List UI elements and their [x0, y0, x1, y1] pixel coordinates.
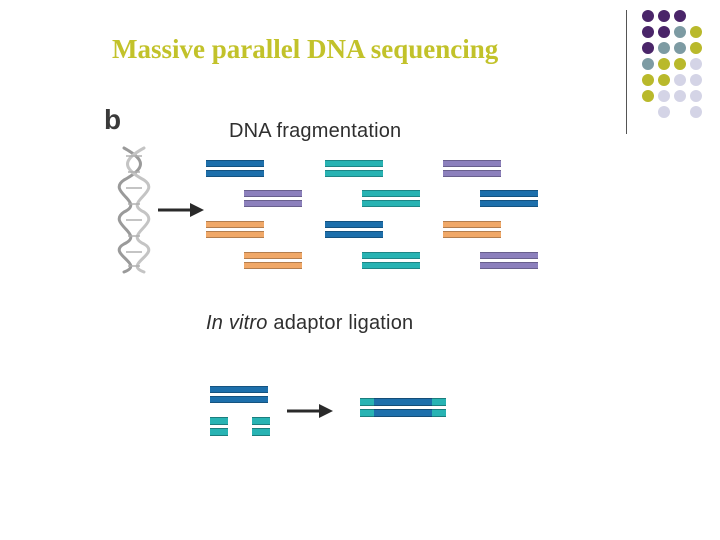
ligation-arrow-icon [287, 404, 333, 418]
label-rest-part: adaptor ligation [267, 312, 414, 334]
decor-dot [658, 26, 670, 38]
strand-bottom [244, 262, 302, 269]
adaptor-left-bottom [360, 409, 374, 417]
dna-fragment [443, 221, 501, 238]
strand-top [443, 160, 501, 167]
strand-top [206, 160, 264, 167]
adaptor-left-top [360, 398, 374, 406]
strand-bottom [206, 231, 264, 238]
dna-helix-icon [117, 146, 151, 274]
decor-dot [642, 74, 654, 86]
adaptor-strand-bottom [210, 428, 228, 436]
fragmentation-arrow-icon [158, 203, 204, 217]
decor-dot [642, 10, 654, 22]
dna-fragment [362, 190, 420, 207]
decor-dot [658, 74, 670, 86]
adaptor-left [210, 417, 228, 437]
decor-dot [690, 90, 702, 102]
decor-dot [674, 26, 686, 38]
strand-bottom [362, 200, 420, 207]
decor-dot [674, 10, 686, 22]
strand-bottom [443, 231, 501, 238]
decor-dot [642, 42, 654, 54]
adaptor-right-top [432, 398, 446, 406]
adaptor-strand-top [252, 417, 270, 425]
section-label-ligation: In vitro adaptor ligation [206, 312, 413, 335]
strand-top [244, 252, 302, 259]
strand-top [443, 221, 501, 228]
dna-fragment [206, 221, 264, 238]
decor-dot [690, 42, 702, 54]
decor-dot [674, 42, 686, 54]
strand-top [325, 221, 383, 228]
decor-dot [642, 26, 654, 38]
dna-fragment [325, 221, 383, 238]
adaptor-strand-bottom [252, 428, 270, 436]
strand-bottom [362, 262, 420, 269]
strand-top [206, 221, 264, 228]
dna-fragment [244, 190, 302, 207]
decor-dot [658, 90, 670, 102]
adaptor-strand-top [210, 417, 228, 425]
ligation-input-fragment [210, 386, 268, 403]
strand-top [362, 252, 420, 259]
decor-dot [690, 26, 702, 38]
strand-top [480, 190, 538, 197]
strand-bottom [480, 200, 538, 207]
adaptor-right [252, 417, 270, 437]
decor-dot [642, 58, 654, 70]
strand-bottom [443, 170, 501, 177]
dna-fragment [443, 160, 501, 177]
strand-bottom [480, 262, 538, 269]
dna-fragment [244, 252, 302, 269]
insert-bottom [374, 409, 432, 417]
strand-top [325, 160, 383, 167]
ligated-product [360, 398, 446, 418]
decor-dot [690, 106, 702, 118]
decor-dot [658, 42, 670, 54]
decor-dot [674, 58, 686, 70]
label-italic-part: In vitro [206, 312, 268, 334]
strand-bottom [244, 200, 302, 207]
strand-bottom [325, 170, 383, 177]
decor-dot [690, 58, 702, 70]
decor-dot [658, 58, 670, 70]
decor-dot [674, 74, 686, 86]
decor-dot [674, 90, 686, 102]
strand-top [210, 386, 268, 393]
decor-dot [658, 10, 670, 22]
strand-bottom [325, 231, 383, 238]
strand-top [362, 190, 420, 197]
dna-fragment [206, 160, 264, 177]
decor-dot [642, 90, 654, 102]
decor-dot [658, 106, 670, 118]
strand-bottom [206, 170, 264, 177]
strand-top [480, 252, 538, 259]
adaptor-right-bottom [432, 409, 446, 417]
strand-bottom [210, 396, 268, 403]
title-divider-line [626, 10, 627, 134]
dna-fragment [325, 160, 383, 177]
strand-top [244, 190, 302, 197]
dna-fragment [480, 190, 538, 207]
dna-fragment [362, 252, 420, 269]
dna-fragment [480, 252, 538, 269]
section-label-fragmentation: DNA fragmentation [229, 120, 402, 142]
panel-letter: b [104, 104, 122, 135]
slide-title: Massive parallel DNA sequencing [112, 34, 499, 64]
decor-dot [690, 74, 702, 86]
insert-top [374, 398, 432, 406]
